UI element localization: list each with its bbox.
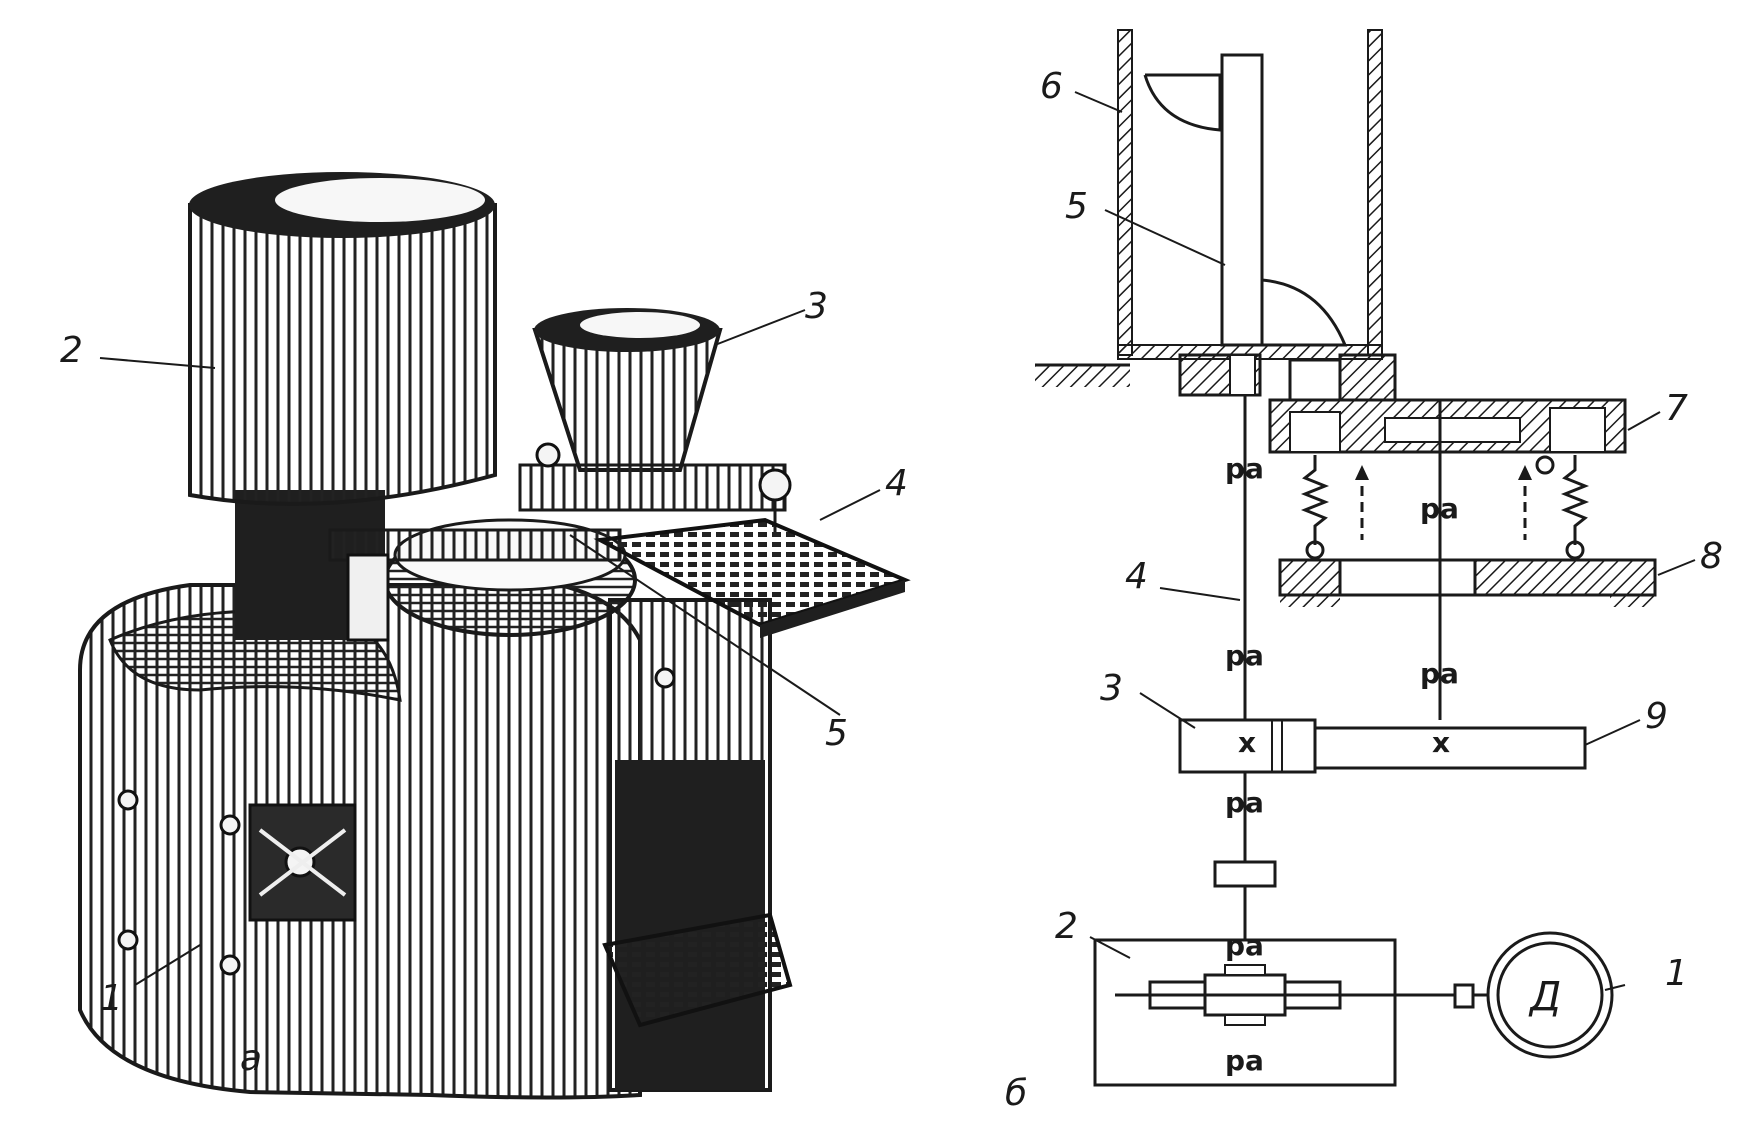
- left-callout-5: 5: [825, 713, 848, 754]
- bearing-mark: pa: [1420, 657, 1459, 690]
- left-callout-4: 4: [885, 463, 908, 504]
- right-callout-9: 9: [1645, 696, 1668, 737]
- motor-inner: [1496, 941, 1604, 1049]
- auger-blade-top: [1143, 73, 1222, 132]
- bar-8-right: [1473, 558, 1657, 597]
- spring-left: [1300, 455, 1330, 545]
- spring-right: [1560, 455, 1590, 545]
- bearing-mark: pa: [1225, 639, 1264, 672]
- hopper-flange-right: [1338, 353, 1397, 402]
- left-callout-1: 1: [100, 978, 123, 1019]
- machine-base: [78, 583, 642, 1100]
- left-panel-caption: а: [240, 1038, 262, 1079]
- gear-mark: x: [1432, 726, 1450, 759]
- bearing-mark: pa: [1225, 929, 1264, 962]
- hopper-wall-right: [1367, 29, 1383, 356]
- gear-3: [1178, 718, 1317, 774]
- output-tray: [602, 912, 793, 1028]
- dough-drum: [188, 203, 497, 506]
- auger-shaft: [1220, 53, 1264, 347]
- auger-blade-bottom: [1261, 278, 1348, 347]
- right-callout-2: 2: [1055, 906, 1078, 947]
- gear-9: [1313, 726, 1587, 770]
- left-callout-2: 2: [60, 330, 83, 371]
- gear-mark: x: [1238, 726, 1256, 759]
- front-panel: [248, 803, 357, 922]
- right-callout-8: 8: [1700, 536, 1723, 577]
- hopper-wall-left: [1117, 29, 1133, 356]
- right-callout-1: 1: [1665, 953, 1688, 994]
- bearing-marks: pa pa pa pa pa pa pa x x: [1225, 452, 1459, 1077]
- motor-symbol: Д: [1528, 974, 1561, 1020]
- right-leaders: [1074, 91, 1696, 991]
- left-callout-3: 3: [805, 286, 828, 327]
- bearing-mark: pa: [1420, 492, 1459, 525]
- machine-illustration: [78, 172, 911, 1100]
- right-callout-4: 4: [1125, 556, 1148, 597]
- bearing-mark: pa: [1225, 786, 1264, 819]
- bar-8-left: [1278, 558, 1342, 597]
- top-rail: [518, 463, 787, 512]
- left-leaders: [99, 309, 881, 986]
- bearing-mark: pa: [1225, 452, 1264, 485]
- right-panel-caption: б: [1005, 1073, 1027, 1114]
- bar-8-mid: [1338, 558, 1477, 597]
- coupling: [1213, 860, 1277, 888]
- right-callout-5: 5: [1065, 186, 1088, 227]
- right-callout-7: 7: [1665, 388, 1688, 429]
- right-callout-6: 6: [1040, 66, 1063, 107]
- bearing-mark: pa: [1225, 1044, 1264, 1077]
- kinematic-schematic: [1035, 29, 1657, 1087]
- right-callout-3: 3: [1100, 668, 1123, 709]
